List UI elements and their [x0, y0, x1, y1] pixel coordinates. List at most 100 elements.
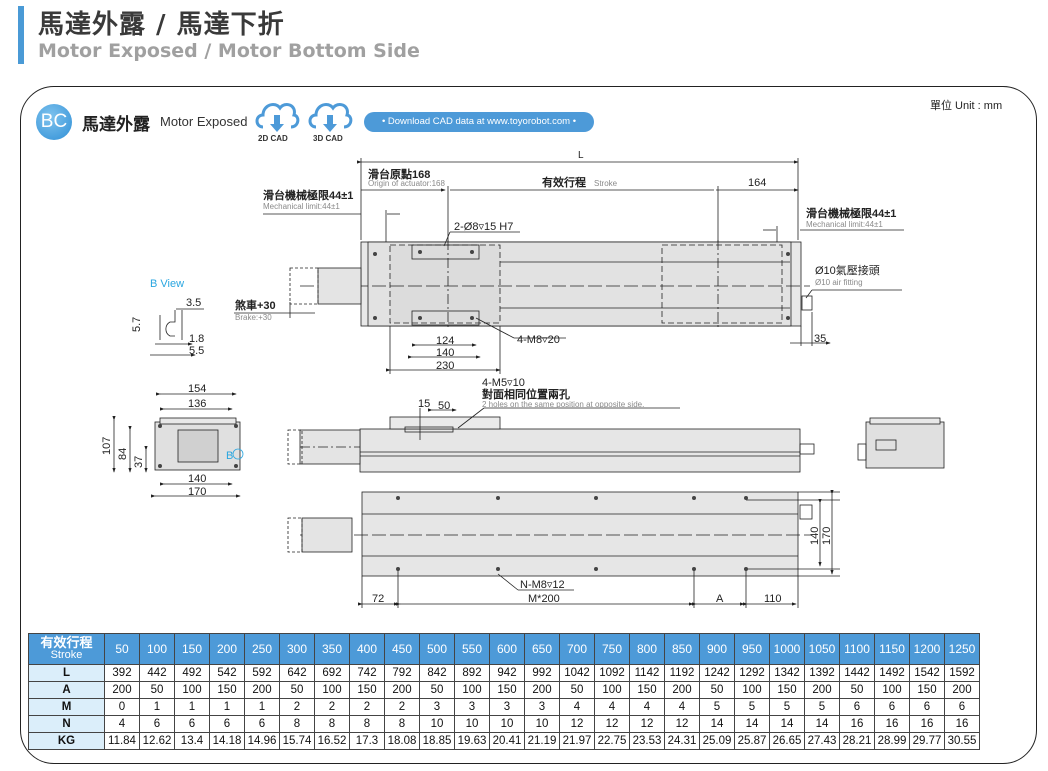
table-cell: 2	[279, 698, 315, 716]
table-cell: 27.43	[804, 732, 840, 750]
table-cell: 642	[279, 664, 315, 682]
table-cell: 3	[489, 698, 525, 716]
table-cell: 1392	[804, 664, 840, 682]
dim-140-end: 140	[188, 473, 206, 485]
mech-limit-right-zh: 滑台機械極限44±1	[806, 206, 896, 220]
table-cell: 4	[104, 715, 140, 733]
dim-50: 50	[438, 400, 450, 412]
mech-limit-left-zh: 滑台機械極限44±1	[263, 188, 353, 202]
table-cell: 16	[944, 715, 980, 733]
table-cell: 50	[419, 681, 455, 699]
table-cell: 14	[699, 715, 735, 733]
stroke-col-header: 700	[559, 633, 595, 665]
table-cell: 4	[594, 698, 630, 716]
table-cell: 200	[664, 681, 700, 699]
table-cell: 14	[769, 715, 805, 733]
table-cell: 10	[454, 715, 490, 733]
table-cell: 1442	[839, 664, 875, 682]
table-cell: 12.62	[139, 732, 175, 750]
stroke-col-header: 500	[419, 633, 455, 665]
table-cell: 442	[139, 664, 175, 682]
pin-hole-label: 2-Ø8▿15 H7	[454, 221, 513, 233]
stroke-col-header: 1250	[944, 633, 980, 665]
technical-drawing: L 滑台原點168 Origin of actuator:168 有效行程 St…	[101, 150, 945, 608]
table-cell: 200	[384, 681, 420, 699]
table-cell: 28.21	[839, 732, 875, 750]
download-cad-link[interactable]: • Download CAD data at www.toyorobot.com…	[364, 112, 594, 132]
table-cell: 16	[874, 715, 910, 733]
table-cell: 742	[349, 664, 385, 682]
table-cell: 21.19	[524, 732, 560, 750]
table-cell: 2	[314, 698, 350, 716]
dim-140-bottom: 140	[809, 527, 821, 545]
section-title-en: Motor Exposed	[160, 114, 248, 129]
table-cell: 25.09	[699, 732, 735, 750]
dim-140: 140	[436, 347, 454, 359]
stroke-col-header: 350	[314, 633, 350, 665]
table-cell: 1	[174, 698, 210, 716]
cad-3d-label: 3D CAD	[313, 134, 343, 143]
table-cell: 200	[804, 681, 840, 699]
table-cell: 50	[839, 681, 875, 699]
table-cell: 6	[874, 698, 910, 716]
dim-5-7: 5.7	[131, 317, 143, 332]
table-cell: 6	[839, 698, 875, 716]
page-subtitle: Motor Exposed / Motor Bottom Side	[38, 40, 420, 62]
stroke-col-header: 1100	[839, 633, 875, 665]
table-cell: 1142	[629, 664, 665, 682]
cad-2d-button[interactable]	[253, 95, 301, 143]
table-cell: 6	[244, 715, 280, 733]
table-cell: 5	[804, 698, 840, 716]
table-cell: 50	[279, 681, 315, 699]
table-cell: 16	[909, 715, 945, 733]
air-fitting-zh: Ø10氣壓接頭	[815, 263, 880, 277]
table-cell: 1192	[664, 664, 700, 682]
table-cell: 100	[174, 681, 210, 699]
stroke-col-header: 100	[139, 633, 175, 665]
stroke-col-header: 750	[594, 633, 630, 665]
table-cell: 21.97	[559, 732, 595, 750]
brake-zh: 煞車+30	[235, 298, 276, 312]
table-cell: 18.85	[419, 732, 455, 750]
dim-37: 37	[133, 456, 145, 468]
table-cell: 692	[314, 664, 350, 682]
stroke-header-zh: 有效行程	[40, 635, 93, 650]
table-cell: 24.31	[664, 732, 700, 750]
table-cell: 26.65	[769, 732, 805, 750]
table-cell: 1	[244, 698, 280, 716]
stroke-col-header: 150	[174, 633, 210, 665]
table-cell: 200	[244, 681, 280, 699]
table-cell: 19.63	[454, 732, 490, 750]
table-cell: 14	[804, 715, 840, 733]
mech-limit-left-en: Mechanical limit:44±1	[263, 202, 340, 211]
dim-136: 136	[188, 398, 206, 410]
stroke-col-header: 800	[629, 633, 665, 665]
section-title-zh: 馬達外露	[82, 115, 150, 135]
table-cell: 3	[524, 698, 560, 716]
stroke-col-header: 50	[104, 633, 140, 665]
table-cell: 6	[174, 715, 210, 733]
stroke-col-header: 450	[384, 633, 420, 665]
stroke-col-header: 600	[489, 633, 525, 665]
table-cell: 14.96	[244, 732, 280, 750]
table-cell: 16.52	[314, 732, 350, 750]
table-cell: 2	[384, 698, 420, 716]
origin-zh: 滑台原點168	[368, 167, 430, 181]
table-cell: 492	[174, 664, 210, 682]
stroke-col-header: 1200	[909, 633, 945, 665]
table-cell: 10	[524, 715, 560, 733]
cad-3d-button[interactable]	[306, 95, 354, 143]
table-cell: 4	[559, 698, 595, 716]
table-cell: 17.3	[349, 732, 385, 750]
tap-m5-en: 2 holes on the same position at opposite…	[482, 400, 644, 409]
table-cell: 10	[489, 715, 525, 733]
table-cell: 8	[279, 715, 315, 733]
table-cell: 12	[559, 715, 595, 733]
table-cell: 5	[699, 698, 735, 716]
table-cell: 30.55	[944, 732, 980, 750]
air-fitting-en: Ø10 air fitting	[815, 278, 863, 287]
model-badge: BC	[36, 104, 72, 140]
